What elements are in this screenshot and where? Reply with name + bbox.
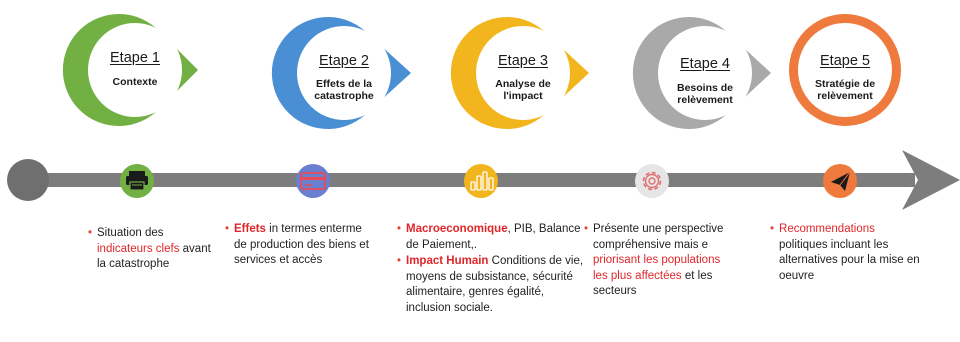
step-2-subtitle-line: Effets de la [315, 78, 373, 90]
bar-chart-icon [464, 164, 498, 198]
description-item: • Recommendations politiques incluant les… [770, 222, 920, 284]
paper-plane-icon [823, 164, 857, 198]
bullet: • [584, 223, 589, 235]
step-4-subtitle-line: relèvement [677, 94, 733, 106]
step-4-shape [632, 17, 771, 129]
highlight-text: indicateurs clefs [97, 242, 180, 255]
step-4-subtitle-line: Besoins de [676, 82, 734, 94]
step-2-subtitle: Effets de la catastrophe [299, 78, 389, 102]
highlight-text: Impact Humain [406, 255, 489, 267]
step-5-title: Etape 5 [820, 53, 870, 69]
description-item: • Impact Humain Conditions de vie, moyens… [397, 254, 585, 316]
text: politiques incluant les alternatives pou… [779, 238, 920, 282]
step-3-shape [450, 17, 589, 129]
step-3-subtitle-line: Analyse de [495, 78, 551, 90]
description-item: • Présente une perspective compréhensive … [584, 222, 734, 300]
step-5-description: • Recommendations politiques incluant les… [770, 222, 920, 284]
highlight-text: priorisant les populations les plus affe… [593, 254, 721, 282]
timeline-arrowhead [902, 150, 960, 210]
step-1-subtitle-line: Contexte [112, 76, 158, 88]
bullet: • [225, 223, 230, 235]
text: avant la catastrophe [97, 242, 211, 271]
step-4-title: Etape 4 [680, 56, 730, 72]
step-2-subtitle-line: catastrophe [314, 90, 374, 102]
text: Présente une perspective compréhensive m… [593, 223, 724, 251]
text: Conditions de vie, moyens de subsistance… [406, 255, 584, 314]
step-4-description: • Présente une perspective compréhensive … [584, 222, 734, 300]
step-1-description: • Situation des indicateurs clefs avant l… [88, 226, 218, 273]
step-5-subtitle: Stratégie de relèvement [800, 78, 890, 102]
step-2-title: Etape 2 [319, 53, 369, 69]
timeline-start-dot [7, 159, 49, 201]
step-1-title: Etape 1 [110, 50, 160, 66]
highlight-text: Effets [234, 223, 266, 235]
bullet: • [88, 227, 93, 239]
gear-icon [635, 164, 669, 198]
step-2-description: • Effets in termes enterme de production … [225, 222, 375, 269]
step-3-description: • Macroeconomique, PIB, Balance de Paieme… [397, 222, 585, 316]
text: Situation des [97, 227, 164, 239]
step-2-shape [271, 17, 411, 129]
step-5-shape [789, 14, 901, 126]
highlight-text: Macroeconomique [406, 223, 508, 235]
credit-card-icon [296, 164, 330, 198]
step-1-subtitle: Contexte [95, 76, 175, 88]
highlight-text: R [779, 223, 788, 235]
bullet: • [397, 223, 402, 235]
description-item: • Macroeconomique, PIB, Balance de Paieme… [397, 222, 585, 253]
step-3-subtitle-line: l'impact [503, 90, 543, 102]
text: in termes enterme de production des bien… [234, 223, 369, 266]
text: et les secteurs [593, 269, 713, 298]
description-item: • Effets in termes enterme de production … [225, 222, 375, 269]
step-5-subtitle-line: relèvement [817, 90, 873, 102]
step-1-shape [62, 14, 198, 127]
step-3-subtitle: Analyse de l'impact [478, 78, 568, 102]
bullet: • [397, 255, 402, 267]
description-item: • Situation des indicateurs clefs avant l… [88, 226, 218, 273]
highlight-text: ecommendations [787, 223, 875, 235]
step-4-subtitle: Besoins de relèvement [660, 82, 750, 106]
printer-icon [120, 164, 154, 198]
step-3-title: Etape 3 [498, 53, 548, 69]
text: , PIB, Balance de Paiement,. [406, 223, 581, 251]
step-5-subtitle-line: Stratégie de [814, 78, 876, 90]
bullet: • [770, 223, 775, 235]
